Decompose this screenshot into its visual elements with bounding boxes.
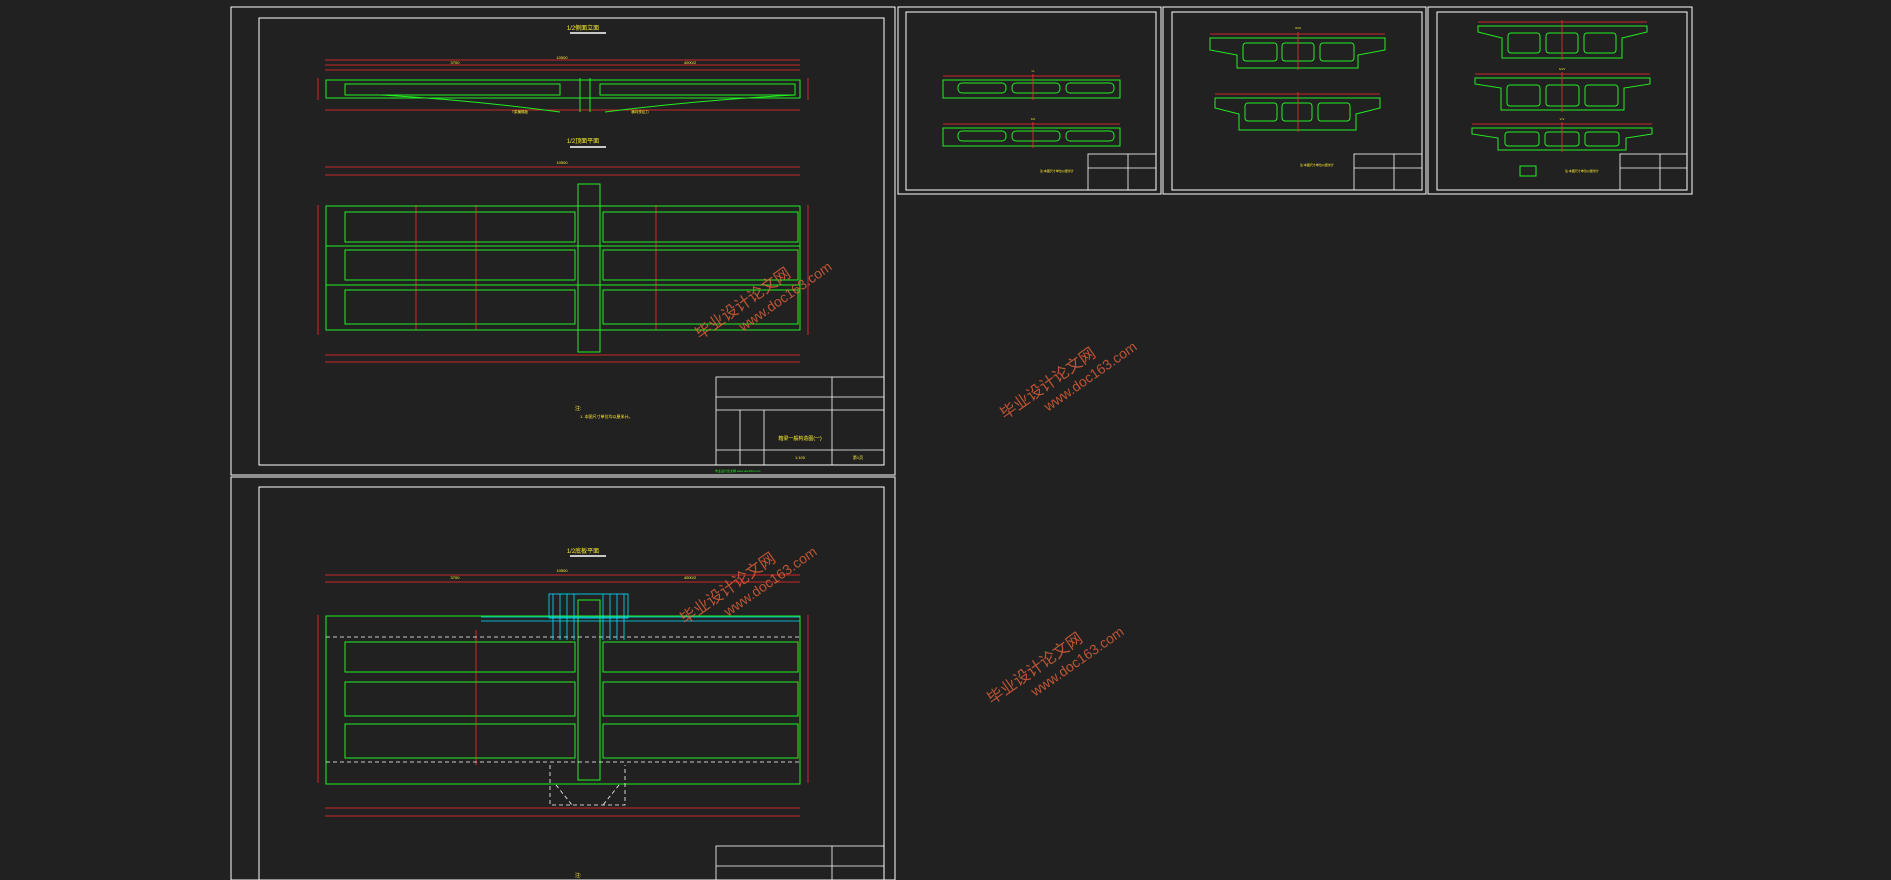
- section-mark-1: I-I: [1032, 69, 1035, 73]
- section-sheet2-title-block: [1353, 153, 1423, 191]
- sheet1-scale: 1:100: [795, 455, 806, 460]
- section-sheet2-outer: [1162, 6, 1427, 195]
- sheet2-plan-dim-right: 4000/2: [684, 575, 697, 580]
- sheet2-note-heading: 注:: [575, 872, 581, 879]
- section-sheet2-drawings: [1209, 37, 1386, 131]
- sheet1-note-line: 1. 本图尺寸单位均以厘米计。: [580, 413, 632, 419]
- sheet1-plan-view: 1/2顶面平面 10500: [317, 138, 809, 363]
- section-mark-3: III-III: [1295, 26, 1301, 30]
- section-sheet1-dims: [943, 74, 1120, 148]
- section-sheet3-note: 注:本图尺寸单位以厘米计: [1565, 168, 1599, 173]
- section-mark-5: V-V: [1560, 117, 1565, 121]
- sheet2-hidden-lines: [326, 636, 800, 806]
- sheet2-plan-title: 1/2底板平面: [567, 547, 599, 555]
- sheet1-elevation-dimensions: [317, 59, 809, 111]
- sheet1-elevation-dim-total: 10500: [556, 55, 568, 60]
- section-sheet1-drawings: [942, 79, 1121, 147]
- section-sheet3-outer: [1427, 6, 1693, 195]
- sheet1-title-block: [715, 376, 885, 466]
- sheet1-label-b: 横向预应力: [631, 109, 649, 114]
- section-sheet3-inner: [1436, 11, 1688, 191]
- section-sheet3-dims: [1472, 20, 1652, 152]
- sheet1-inner-frame: [258, 17, 885, 466]
- section-sheet1-title-block: [1087, 153, 1157, 191]
- sheet1-beam-elevation: [325, 78, 801, 113]
- sheet1-elevation-dim-right: 4000/2: [684, 60, 697, 65]
- sheet1-elevation-title: 1/2侧面立面: [567, 24, 599, 32]
- section-sheet1-note: 注:本图尺寸单位以厘米计: [1040, 168, 1074, 173]
- section-sheet3-drawings: [1471, 25, 1653, 177]
- section-sheet2-dims: [1210, 32, 1385, 132]
- sheet2-title-block: [715, 845, 885, 880]
- sheet-frames: [230, 6, 1693, 880]
- sheet2-plan-view: 1/2底板平面 10500 3700 4000/2: [317, 547, 809, 817]
- sheet2-plan-dimensions: [317, 574, 809, 817]
- sheet2-plan-dim-total: 10500: [556, 568, 568, 573]
- sheet1-plan-title: 1/2顶面平面: [567, 138, 599, 145]
- sheet1-drawing-name: 箱梁一般构造图(一): [778, 435, 822, 442]
- sheet1-plan-dim-total: 10500: [556, 160, 568, 165]
- sheet1-elevation-view: 1/2侧面立面 10500 3700 4000/2 T梁横隔板 横向预应力: [317, 24, 809, 114]
- sheet2-tendon-anchorage: [481, 593, 800, 640]
- sheet2-plan-dim-left: 3700: [451, 575, 461, 580]
- sheet1-note-heading: 注:: [575, 405, 581, 412]
- sheet1-plan-girders: [325, 183, 801, 353]
- sheet1-outer-frame: [230, 6, 896, 476]
- sheet1-footer-line: 毕业设计论文网 www.doc163.com: [715, 468, 761, 473]
- sheet2-inner-frame: [258, 486, 885, 880]
- section-sheet1-outer: [897, 6, 1162, 195]
- watermark-3: 毕业设计论文网 www.doc163.com: [677, 543, 820, 628]
- section-sheet2-inner: [1171, 11, 1423, 191]
- sheet1-elevation-dim-left: 3700: [451, 60, 461, 65]
- sheet2-plan-girders: [325, 599, 801, 785]
- sheet1-sheet-number: 第1页: [853, 454, 863, 460]
- watermark-4: 毕业设计论文网 www.doc163.com: [984, 623, 1127, 708]
- watermark-1: 毕业设计论文网 www.doc163.com: [692, 258, 835, 343]
- sheet1-label-a: T梁横隔板: [512, 109, 529, 114]
- sheet2-outer-frame: [230, 476, 896, 880]
- watermark-2: 毕业设计论文网 www.doc163.com: [997, 338, 1140, 423]
- sheet1-plan-dimensions: [317, 166, 809, 363]
- section-sheet2-note: 注:本图尺寸单位以厘米计: [1300, 162, 1334, 167]
- section-mark-2: II-II: [1031, 117, 1035, 121]
- section-sheet3-title-block: [1619, 153, 1688, 191]
- section-mark-4: IV-IV: [1559, 67, 1566, 71]
- section-sheet1-inner: [905, 11, 1157, 191]
